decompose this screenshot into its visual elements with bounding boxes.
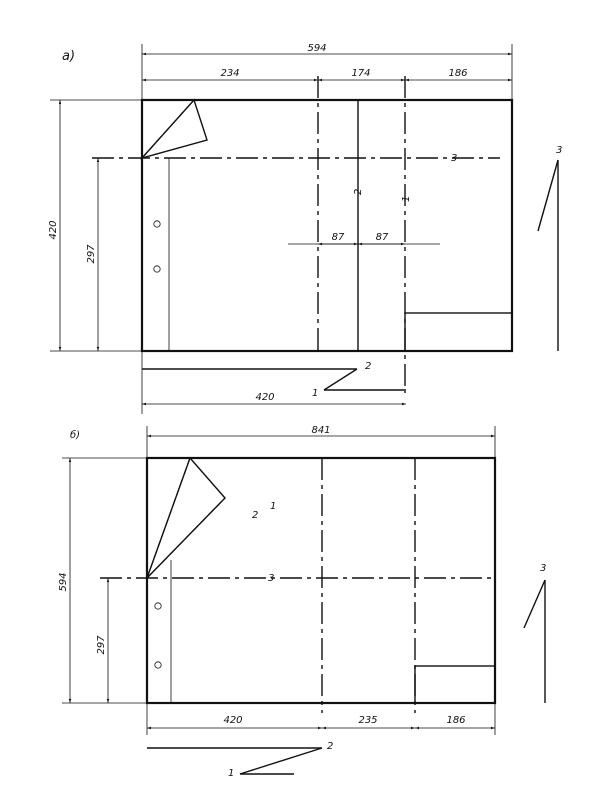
panel-b: б) 2 1 3 841 594 297: [58, 425, 546, 779]
panel-b-sheet: [145, 456, 497, 705]
panel-a-title-block: [404, 312, 513, 352]
panel-a-sheet: [140, 98, 514, 353]
panel-a-fold-label-3: 3: [451, 153, 457, 164]
panel-a-dim-seg3-label: 186: [448, 68, 467, 79]
panel-a-hole: [153, 220, 161, 228]
panel-a-folded-corner: [139, 98, 208, 160]
panel-b-dim-total-label: 841: [311, 425, 330, 436]
panel-a-fold-label-2: 2: [353, 189, 364, 195]
panel-b-label: б): [70, 429, 80, 441]
panel-b-side-label: 3: [540, 563, 546, 574]
panel-b-fold-label-3: 3: [268, 573, 274, 584]
panel-b-bottom-label-2: 2: [327, 741, 333, 752]
panel-a-bottom-label-2: 2: [365, 361, 371, 372]
panel-a-hole: [153, 265, 161, 273]
panel-a-dim-half1-label: 87: [332, 232, 345, 243]
panel-a-dim-height-label: 420: [48, 220, 59, 239]
panel-b-fold-label-2: 2: [252, 510, 258, 521]
panel-b-bottom-label-1: 1: [228, 768, 234, 779]
panel-a-label: а): [62, 49, 75, 64]
panel-a-dim-inner-label: 297: [86, 244, 97, 264]
panel-a-dim-half2-label: 87: [376, 232, 389, 243]
panel-a-dim-seg1-label: 234: [220, 68, 239, 79]
panel-a-side-label: 3: [556, 145, 562, 156]
panel-b-dim-seg2-label: 235: [358, 715, 377, 726]
panel-a-bottom-label-1: 1: [312, 388, 318, 399]
panel-a-dim-bottom-label: 420: [255, 392, 274, 403]
panel-a-dim-total-label: 594: [307, 43, 326, 54]
panel-b-fold-label-1: 1: [270, 501, 276, 512]
panel-b-dim-seg3-label: 186: [446, 715, 465, 726]
panel-b-folded-corner: [146, 456, 226, 579]
panel-a-fold-dash: [141, 99, 195, 159]
panel-a-fold-label-1: 1: [401, 196, 412, 202]
panel-b-dim-inner-label: 297: [96, 635, 107, 655]
panel-b-hole: [154, 602, 162, 610]
panel-a: а) 3 2 1 594 234 174 186: [48, 43, 562, 414]
panel-b-title-block: [414, 665, 496, 704]
panel-b-hole: [154, 661, 162, 669]
panel-a-dim-seg2-label: 174: [351, 68, 370, 79]
panel-b-dim-height-label: 594: [58, 572, 69, 591]
panel-b-dim-seg1-label: 420: [223, 715, 242, 726]
